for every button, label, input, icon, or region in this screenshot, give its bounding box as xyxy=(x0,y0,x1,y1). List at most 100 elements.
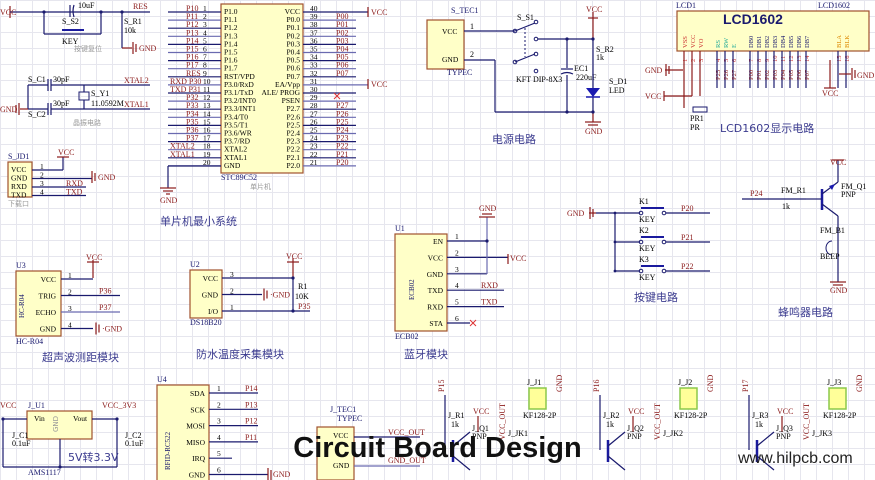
ultrasonic-caption: 超声波测距模块 xyxy=(42,350,119,364)
ultrasonic-pin-GND: GND xyxy=(40,325,57,334)
key-contact xyxy=(661,210,667,216)
mcu-pin-name-P2.2: P2.2 xyxy=(286,145,300,154)
mcu-pin-name-P0.5: P0.5 xyxy=(286,56,300,65)
led-value: LED xyxy=(609,86,625,95)
lcd-net-P07: P07 xyxy=(804,69,811,80)
mcu-pin-number: 22 xyxy=(310,150,318,159)
mcu-pin-number: 7 xyxy=(203,53,207,62)
lcd-pin-E: E xyxy=(731,44,738,48)
relay-switch-ref: J_JK2 xyxy=(663,429,683,438)
lcd-pin-VO: VO xyxy=(698,38,705,48)
pr-value: PR xyxy=(690,123,700,132)
lcd-ref: LCD1 xyxy=(676,1,696,10)
mcu-pin-name-P2.4: P2.4 xyxy=(286,129,300,138)
crystal-c1-value: 30pF xyxy=(53,75,70,84)
mcu-net-P13: P13 xyxy=(186,28,198,37)
lcd-net-P03: P03 xyxy=(772,70,779,80)
transistor-emitter xyxy=(452,431,471,447)
lcd-pin-number: 15 xyxy=(836,56,843,63)
relay-transistor-value: PNP xyxy=(776,432,791,441)
mcu-pin-name-P2.5: P2.5 xyxy=(286,120,300,129)
vcc-label: VCC xyxy=(371,8,387,17)
download-port-sub: 下载口 xyxy=(8,199,29,208)
lcd-pin-RS: RS xyxy=(715,40,722,48)
regulator-circuit: J_U1 Vin Vout VCC VCC_3V3 J_C1 0.1uF J_C… xyxy=(0,401,144,477)
terminal-ref: J_J3 xyxy=(827,378,841,387)
temp-pin-GND: GND xyxy=(202,291,219,300)
gnd-label: GND xyxy=(0,105,18,114)
dip-switch-value: KFT DIP-8X3 xyxy=(516,75,562,84)
gnd-out-label: GND_OUT xyxy=(388,456,426,465)
p24-net-label: P24 xyxy=(750,189,762,198)
relay-transistor-value: PNP xyxy=(627,432,642,441)
rfid-pin-MOSI: MOSI xyxy=(186,422,205,431)
terminal-gnd-label: GND xyxy=(855,374,864,392)
download-pin-TXD: TXD xyxy=(11,191,27,200)
pin-number: 3 xyxy=(455,265,459,274)
key-net-P20: P20 xyxy=(681,204,693,213)
mcu-pin-name-P3.6/WR: P3.6/WR xyxy=(224,129,252,138)
typec-pin-gnd: GND xyxy=(442,55,459,64)
reset-switch-value: KEY xyxy=(62,37,79,46)
lcd-pin-number: 11 xyxy=(780,56,787,62)
temp-ref: U2 xyxy=(190,260,200,269)
no-connect xyxy=(469,319,477,327)
lcd-net-P04: P04 xyxy=(780,69,787,80)
reset-switch-ref: S_S2 xyxy=(62,17,79,26)
mcu-pin-name-P2.0: P2.0 xyxy=(286,161,300,170)
net-P36: P36 xyxy=(99,287,111,296)
key-contact xyxy=(638,210,644,216)
relay-resistor-value: 1k xyxy=(755,420,763,429)
mcu-pin-name-P1.5: P1.5 xyxy=(224,48,238,57)
relay-resistor-value: 1k xyxy=(451,420,459,429)
pin-number: 3 xyxy=(230,270,234,279)
mcu-net-P05: P05 xyxy=(336,53,348,62)
transistor-collector xyxy=(607,455,626,471)
mcu-ref: STC89C52 xyxy=(221,173,257,182)
mcu-pin-name-P0.7: P0.7 xyxy=(286,72,300,81)
lcd-pin-DB7: DB7 xyxy=(804,35,811,48)
relay-vcc-out-label: VCC_OUT xyxy=(498,403,507,440)
mcu-pin-number: 14 xyxy=(203,109,211,118)
relay-net-P16: P16 xyxy=(592,380,601,392)
terminal-value: KF128-2P xyxy=(523,411,557,420)
mcu-body xyxy=(220,3,304,174)
buzzer-resistor-value: 1k xyxy=(782,202,790,211)
lcd-pin-DB0: DB0 xyxy=(748,36,755,48)
mcu-pin-number: 1 xyxy=(203,4,207,13)
key-ref-K3: K3 xyxy=(639,255,649,264)
net-P13: P13 xyxy=(245,400,257,409)
mcu-pin-name-XTAL1: XTAL1 xyxy=(224,153,247,162)
mcu-pin-name-P3.2/INT0: P3.2/INT0 xyxy=(224,96,256,105)
relay-vcc-out-label: VCC_OUT xyxy=(653,403,662,440)
relay-resistor-value: 1k xyxy=(606,420,614,429)
pin-number: 1 xyxy=(230,303,234,312)
net-TXD: TXD xyxy=(66,188,83,197)
ultrasonic-pin-VCC: VCC xyxy=(41,275,56,284)
lcd-caption: LCD1602显示电路 xyxy=(720,122,814,135)
lcd-net-P00: P00 xyxy=(748,70,755,80)
mcu-pin-number: 23 xyxy=(310,142,318,151)
gnd-label: GND xyxy=(645,66,663,75)
pin-number: 4 xyxy=(217,433,221,442)
mcu-net-P21: P21 xyxy=(336,150,348,159)
pr-ref: PR1 xyxy=(690,114,704,123)
net-P14: P14 xyxy=(245,384,257,393)
mcu-pin-name-PSEN: PSEN xyxy=(282,96,301,105)
mcu-pin-name-P1.4: P1.4 xyxy=(224,39,238,48)
rfid-ref: U4 xyxy=(157,375,167,384)
gnd-label: GND xyxy=(98,173,116,182)
led-ref: S_D1 xyxy=(609,77,627,86)
download-port-ref: S_JD1 xyxy=(8,152,29,161)
mcu-net-P14: P14 xyxy=(186,36,198,45)
lcd-pin-BLA: BLA xyxy=(836,35,843,48)
mcu-net-P04: P04 xyxy=(336,45,348,54)
pin-number: 6 xyxy=(217,466,221,475)
buzzer-circuit: P24 FM_R1 1k VCC FM_Q1 PNP FM_B1 BEEP GN… xyxy=(742,158,866,319)
mcu-pin-number: 17 xyxy=(203,134,211,143)
mcu-pin-name-P1.7: P1.7 xyxy=(224,64,238,73)
key-net-P22: P22 xyxy=(681,262,693,271)
